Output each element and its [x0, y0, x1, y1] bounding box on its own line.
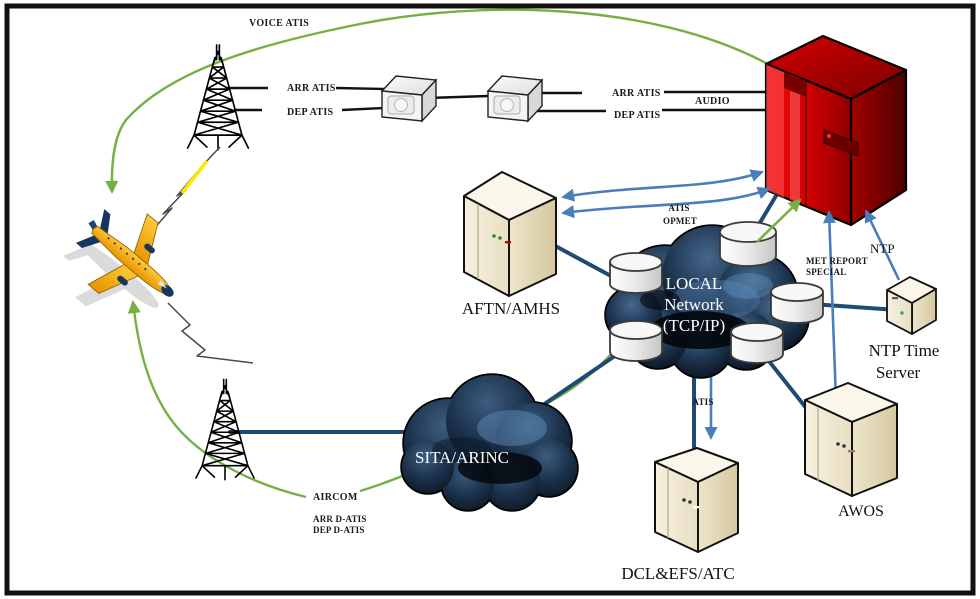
voice-atis-label: VOICE ATIS [249, 18, 309, 29]
atis-dcl-label: ATIS [692, 397, 713, 407]
local-network-label-1: LOCAL [666, 274, 723, 293]
aftn-amhs-label: AFTN/AMHS [462, 299, 560, 318]
aircom-path-left [127, 300, 307, 499]
local-network-label-2: Network [664, 295, 724, 314]
dcl-label: DCL&EFS/ATC [621, 564, 734, 583]
airplane-icon [62, 209, 174, 308]
lan-node-disks [609, 221, 824, 364]
server-data-arrows [561, 169, 901, 401]
disk-icon-upper-left [609, 252, 663, 294]
voice-atis-path [105, 8, 767, 194]
ntp-arrow [864, 209, 901, 281]
lightning-bolt-icon-lower [167, 302, 254, 364]
met-report-label-1: MET REPORT [806, 256, 868, 266]
sita-arinc-cloud [400, 373, 579, 512]
transceiver-icon-1 [380, 75, 438, 123]
atis-opmet-arrow-2 [561, 186, 771, 219]
aircom-label: AIRCOM [313, 492, 358, 503]
disk-icon-lower-right [730, 322, 784, 364]
arr-atis-server-label: ARR ATIS [612, 88, 661, 99]
audio-label: AUDIO [695, 96, 730, 107]
dcl-efs-atc-cabinet [654, 447, 739, 553]
lightning-bolt-yellow-segment [180, 159, 209, 195]
aftn-amhs-cabinet [463, 171, 557, 297]
atis-server-cabinet [764, 34, 908, 227]
awos-label: AWOS [838, 503, 884, 520]
sita-arinc-label: SITA/ARINC [415, 448, 509, 467]
awos-cabinet [804, 382, 898, 497]
met-report-label-2: SPECIAL [806, 267, 846, 277]
dep-atis-tower-label: DEP ATIS [287, 107, 334, 118]
atis-opmet-label-2: OPMET [663, 216, 697, 226]
green-lan-to-server-arrow [756, 198, 802, 243]
audio-wire-lines [228, 86, 766, 113]
ntp-server-label-1: NTP Time [869, 341, 940, 360]
disk-icon-lower-left [609, 320, 663, 362]
radio-tower-icon-top [186, 44, 250, 151]
ntp-time-server-box [886, 276, 937, 335]
radio-tower-icon-bottom [195, 378, 255, 481]
radio-wave-bolts [151, 146, 254, 364]
met-report-arrow [822, 210, 838, 401]
disk-icon-top [719, 221, 777, 267]
dep-atis-server-label: DEP ATIS [614, 110, 661, 121]
arr-atis-tower-label: ARR ATIS [287, 83, 336, 94]
transceiver-icon-2 [486, 75, 544, 123]
local-network-label-3: (TCP/IP) [663, 316, 725, 335]
disk-icon-right [770, 282, 824, 324]
atis-opmet-label-1: ATIS [668, 203, 689, 213]
ntp-server-label-2: Server [876, 363, 921, 382]
arr-d-atis-label: ARR D-ATIS [313, 514, 367, 524]
ntp-label: NTP [870, 241, 895, 256]
dep-d-atis-label: DEP D-ATIS [313, 525, 365, 535]
atis-transceiver-boxes [380, 75, 544, 123]
